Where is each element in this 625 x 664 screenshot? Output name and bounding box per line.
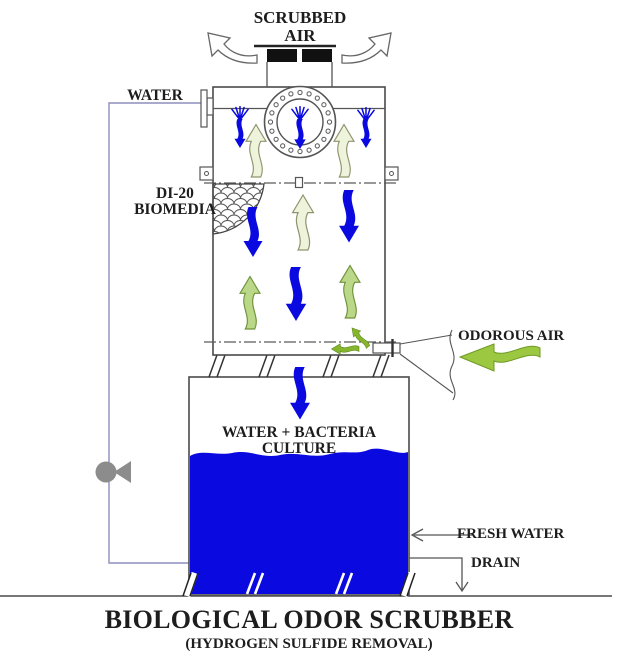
recirculation-pipe [108, 102, 201, 564]
flange-bolt-holes [267, 89, 333, 155]
scrubbed-air-arrow-left [207, 32, 258, 64]
biomedia-packing [212, 183, 265, 235]
tower-support-legs [208, 354, 390, 378]
stack-louver-left [267, 49, 297, 62]
odorous-air-inlet-duct [372, 329, 456, 401]
tank-water [190, 448, 408, 594]
exhaust-stack [254, 44, 336, 87]
lifting-lug-left [199, 166, 214, 181]
stack-louver-right [302, 49, 332, 62]
drain-arrow [409, 557, 469, 593]
scrubbed-air-label-line1: SCRUBBED [253, 8, 347, 27]
water-inlet-label: WATER [127, 87, 183, 104]
tank-leg-marks [182, 571, 416, 598]
odorous-air-flow-arrow [458, 343, 541, 372]
fresh-water-arrow [410, 528, 472, 542]
drain-label: DRAIN [471, 555, 521, 571]
sump-tank [182, 376, 416, 598]
diagram-title: BIOLOGICAL ODOR SCRUBBER [104, 605, 514, 634]
pump-icon [95, 461, 131, 483]
fresh-water-label: FRESH WATER [457, 526, 565, 542]
biomedia-label-line1: DI-20 [156, 185, 194, 202]
biomedia-label-line2: BIOMEDIA [134, 201, 216, 218]
center-nozzle [294, 176, 304, 189]
diagram-subtitle: (HYDROGEN SULFIDE REMOVAL) [185, 636, 433, 652]
scrubbed-air-arrow-right [341, 32, 392, 64]
scrubbed-air-label-line2: AIR [284, 26, 316, 45]
duct-break-symbol [449, 329, 456, 401]
tank-contents-label: WATER + BACTERIA CULTURE [221, 424, 377, 458]
lifting-lug-right [384, 166, 399, 181]
water-inlet-nozzle [200, 89, 214, 128]
odorous-air-label: ODOROUS AIR [458, 328, 565, 344]
